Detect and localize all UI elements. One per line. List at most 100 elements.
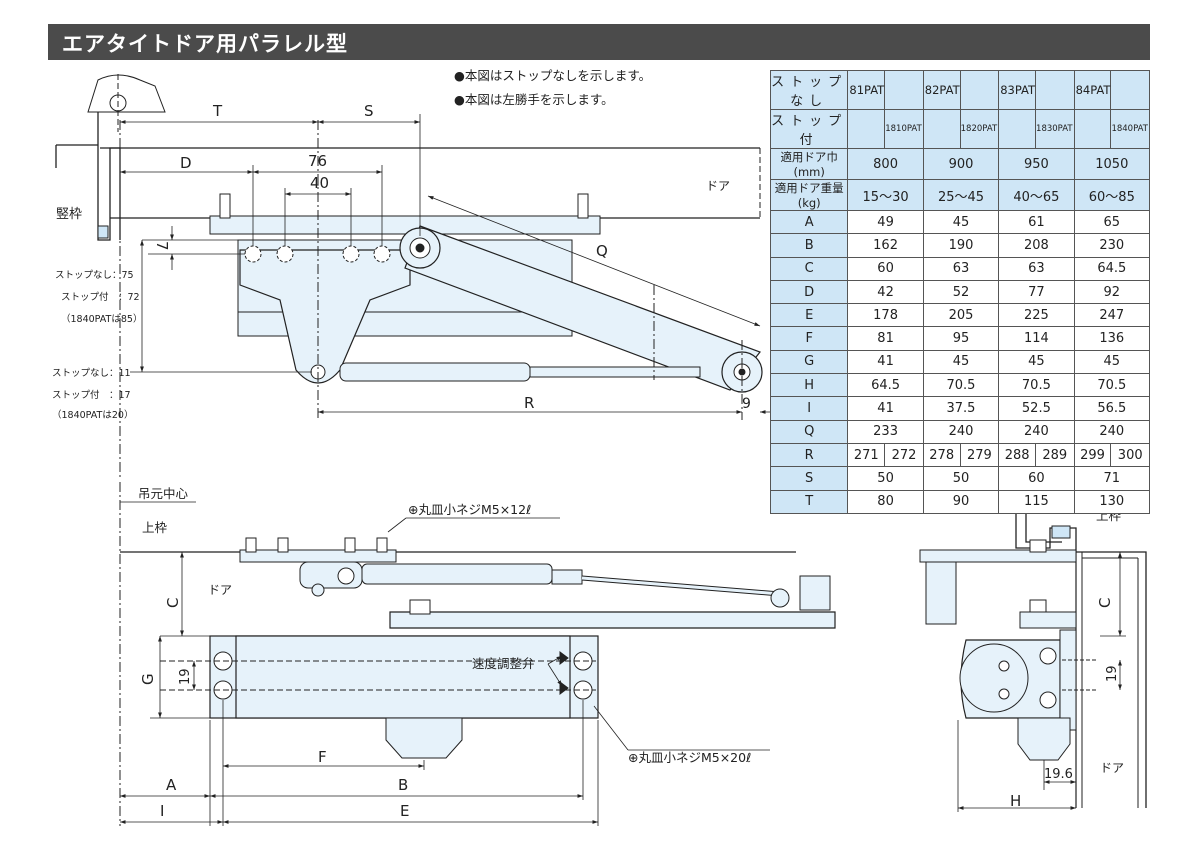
note-pat-20: （1840PATは20） — [52, 409, 133, 421]
door-width-cell: 900 — [922, 148, 1000, 180]
empty-cell — [1035, 70, 1075, 110]
dim-S: S — [364, 102, 374, 120]
table-cell: 45 — [922, 349, 1000, 375]
table-cell: 136 — [1073, 326, 1151, 351]
table-cell: 45 — [998, 349, 1075, 375]
table-cell: 70.5 — [998, 373, 1075, 398]
table-cell: 63 — [922, 256, 1000, 281]
table-cell: 64.5 — [847, 373, 924, 398]
row-label: A — [769, 209, 849, 235]
table-row-door-weight: 適用ドア重量(kg) 15～30 25～45 40～65 60～85 — [769, 179, 1151, 211]
top-view — [55, 74, 763, 480]
front-dimensions — [120, 501, 770, 826]
table-cell: 114 — [998, 326, 1075, 351]
dim-G: G — [139, 673, 157, 685]
table-cell: 49 — [847, 209, 924, 235]
empty-cell — [884, 70, 924, 110]
label-door-top: ドア — [706, 179, 730, 193]
door-weight-cell: 25～45 — [922, 179, 1000, 211]
label-frame: 竪枠 — [56, 207, 82, 222]
table-row-stop-none: ストップなし 81PAT 82PAT 83PAT 84PAT — [769, 70, 1150, 110]
bracket-stud-left — [219, 193, 231, 219]
row-label: C — [769, 256, 849, 281]
table-cell: 233 — [847, 419, 924, 444]
table-cell: 279 — [959, 442, 1000, 468]
table-row-door-width: 適用ドア巾(mm) 800 900 950 1050 — [769, 148, 1151, 180]
table-row-stop-with: ストップ付 1810PAT 1820PAT 1830PAT 1840PAT — [769, 109, 1150, 149]
page-title: エアタイトドア用パラレル型 — [62, 32, 348, 56]
dim-B: B — [398, 776, 408, 794]
model-none-82: 82PAT — [922, 70, 961, 110]
table-cell: 240 — [922, 419, 1000, 444]
model-stop-1820: 1820PAT — [959, 109, 1000, 149]
model-none-83: 83PAT — [998, 70, 1037, 110]
frame-seal — [97, 225, 109, 239]
table-cell: 61 — [998, 209, 1075, 235]
table-cell: 288 — [998, 442, 1037, 468]
note-no-stop: ●本図はストップなしを示します。 — [454, 68, 651, 83]
model-stop-1840: 1840PAT — [1110, 109, 1150, 149]
door-width-cell: 800 — [847, 148, 924, 180]
table-cell: 289 — [1035, 442, 1075, 468]
dim-A: A — [166, 776, 177, 794]
note-stop-with-17: ストップ付 ：17 — [52, 390, 131, 401]
dim-D: D — [180, 154, 192, 172]
empty-cell — [1110, 70, 1150, 110]
screw-holes — [244, 245, 391, 263]
hinge-knuckle — [87, 74, 166, 113]
table-cell: 42 — [847, 279, 924, 305]
table-cell: 37.5 — [922, 396, 1000, 421]
note-stop-none-75: ストップなし：75 — [55, 270, 134, 281]
label-door-front: ドア — [208, 583, 232, 597]
model-none-84: 84PAT — [1073, 70, 1112, 110]
empty-cell — [959, 70, 1000, 110]
table-cell: 41 — [847, 396, 924, 421]
side-bracket — [919, 549, 1077, 563]
table-cell: 178 — [847, 303, 924, 328]
row-label: B — [769, 233, 849, 258]
table-cell: 60 — [847, 256, 924, 281]
empty-cell — [922, 109, 961, 149]
table-cell: 225 — [998, 303, 1075, 328]
table-cell: 240 — [1073, 419, 1151, 444]
row-label: G — [769, 349, 849, 375]
side-dimensions — [957, 552, 1126, 812]
empty-cell — [998, 109, 1037, 149]
table-cell: 41 — [847, 349, 924, 375]
table-cell: 50 — [847, 466, 924, 491]
model-none-81: 81PAT — [847, 70, 886, 110]
table-cell: 162 — [847, 233, 924, 258]
bracket-plate — [209, 215, 601, 235]
dim-76: 76 — [308, 152, 327, 170]
table-cell: 45 — [1073, 349, 1151, 375]
front-bracket — [239, 549, 397, 563]
row-label: T — [769, 489, 849, 514]
row-label: F — [769, 326, 849, 351]
note-left-hand: ●本図は左勝手を示します。 — [454, 92, 614, 107]
front-arm — [389, 611, 836, 629]
table-cell: 230 — [1073, 233, 1151, 258]
table-cell: 299 — [1073, 442, 1112, 468]
model-stop-1830: 1830PAT — [1035, 109, 1075, 149]
table-cell: 81 — [847, 326, 924, 351]
front-view — [119, 482, 836, 826]
model-stop-1810: 1810PAT — [884, 109, 924, 149]
row-label-stop-with: ストップ付 — [769, 109, 849, 149]
table-cell: 90 — [922, 489, 1000, 514]
note-stop-with-72: ストップ付 ：72 — [61, 292, 140, 303]
row-label: Q — [769, 419, 849, 444]
spec-table: ストップなし 81PAT 82PAT 83PAT 84PAT ストップ付 181… — [769, 70, 1151, 514]
table-cell: 50 — [922, 466, 1000, 491]
label-valve: 速度調整弁 — [472, 656, 535, 671]
